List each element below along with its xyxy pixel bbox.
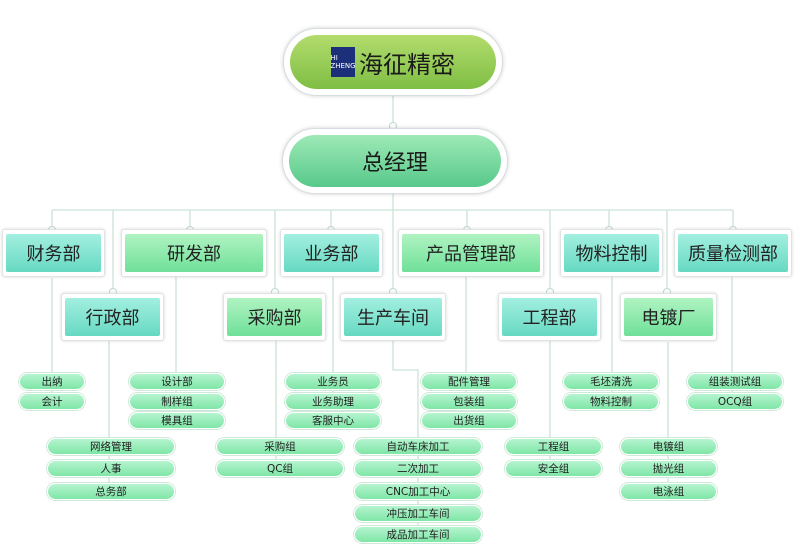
sub-admin-hr: 人事 <box>47 460 175 477</box>
dept-plating: 电镀厂 <box>624 298 713 336</box>
sub-purchasing-group: 采购组 <box>216 438 344 455</box>
sub-workshop-cnc: CNC加工中心 <box>354 483 482 500</box>
sub-business-sales: 业务员 <box>285 373 381 390</box>
sub-workshop-secondary: 二次加工 <box>354 460 482 477</box>
sub-workshop-auto-lathe: 自动车床加工 <box>354 438 482 455</box>
sub-finance-cashier: 出纳 <box>19 373 85 390</box>
sub-plating-polish: 抛光组 <box>620 460 717 477</box>
sub-materials-cleaning: 毛坯清洗 <box>563 373 659 390</box>
dept-plating-frame: 电镀厂 <box>620 293 717 341</box>
gm-node-frame: 总经理 <box>282 128 508 194</box>
company-node-frame: HI ZHENG 海征精密 <box>283 28 503 96</box>
sub-product-parts: 配件管理 <box>421 373 517 390</box>
dept-finance: 财务部 <box>6 234 101 272</box>
dept-quality-frame: 质量检测部 <box>674 229 792 277</box>
dept-workshop-frame: 生产车间 <box>340 293 446 341</box>
dept-purchasing: 采购部 <box>227 298 322 336</box>
company-name: 海征精密 <box>359 50 455 79</box>
dept-admin-frame: 行政部 <box>61 293 164 341</box>
dept-finance-frame: 财务部 <box>2 229 105 277</box>
sub-product-shipping: 出货组 <box>421 412 517 429</box>
sub-business-service: 客服中心 <box>285 412 381 429</box>
dept-admin: 行政部 <box>65 298 160 336</box>
sub-engineering-group: 工程组 <box>505 438 602 455</box>
general-manager-node: 总经理 <box>289 135 501 187</box>
dept-product-mgmt-frame: 产品管理部 <box>398 229 544 277</box>
dept-materials-frame: 物料控制 <box>560 229 663 277</box>
dept-engineering-frame: 工程部 <box>498 293 601 341</box>
dept-materials: 物料控制 <box>564 234 659 272</box>
dept-business-frame: 业务部 <box>280 229 383 277</box>
sub-quality-ocq: OCQ组 <box>687 393 783 410</box>
sub-plating-electrophoresis: 电泳组 <box>620 483 717 500</box>
sub-engineering-safety: 安全组 <box>505 460 602 477</box>
sub-quality-assembly-test: 组装测试组 <box>687 373 783 390</box>
dept-rnd-frame: 研发部 <box>121 229 267 277</box>
dept-engineering: 工程部 <box>502 298 597 336</box>
dept-product-mgmt: 产品管理部 <box>402 234 540 272</box>
sub-purchasing-qc: QC组 <box>216 460 344 477</box>
dept-quality: 质量检测部 <box>678 234 788 272</box>
sub-rnd-mold: 模具组 <box>129 412 225 429</box>
sub-finance-accounting: 会计 <box>19 393 85 410</box>
sub-workshop-finished: 成品加工车间 <box>354 526 482 543</box>
sub-business-assistant: 业务助理 <box>285 393 381 410</box>
sub-product-packing: 包装组 <box>421 393 517 410</box>
sub-workshop-stamping: 冲压加工车间 <box>354 505 482 522</box>
sub-rnd-sample: 制样组 <box>129 393 225 410</box>
sub-materials-control: 物料控制 <box>563 393 659 410</box>
sub-plating-group: 电镀组 <box>620 438 717 455</box>
dept-purchasing-frame: 采购部 <box>223 293 326 341</box>
dept-workshop: 生产车间 <box>344 298 442 336</box>
dept-rnd: 研发部 <box>125 234 263 272</box>
sub-admin-network: 网络管理 <box>47 438 175 455</box>
sub-rnd-design: 设计部 <box>129 373 225 390</box>
dept-business: 业务部 <box>284 234 379 272</box>
general-manager-label: 总经理 <box>361 151 428 176</box>
sub-admin-general: 总务部 <box>47 483 175 500</box>
company-node: HI ZHENG 海征精密 <box>290 35 496 89</box>
company-logo: HI ZHENG <box>330 47 356 77</box>
